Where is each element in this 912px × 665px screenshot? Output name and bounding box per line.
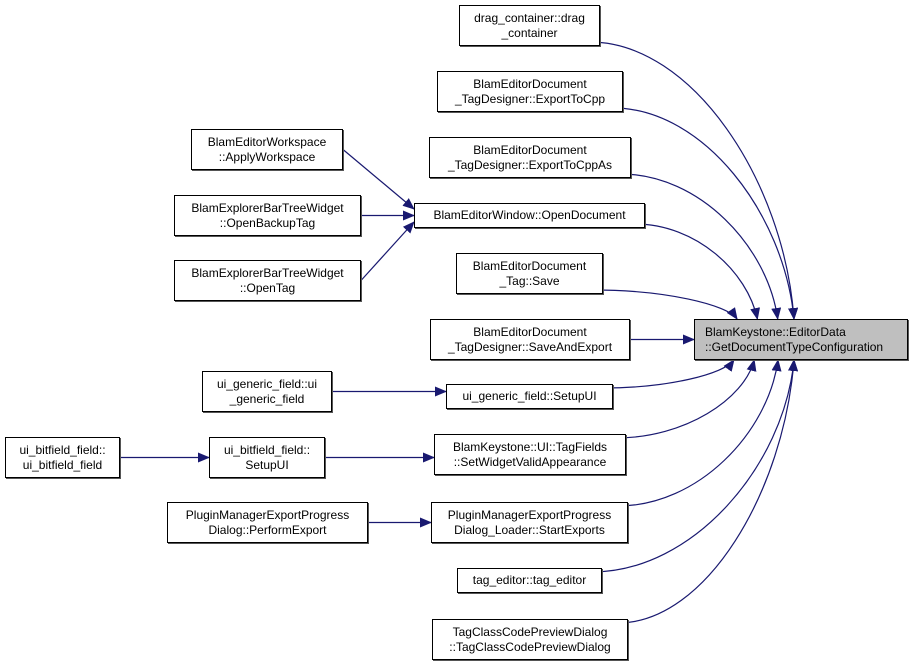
node-label-line: ::OpenBackupTag	[219, 215, 316, 230]
node-label-line: ::OpenTag	[239, 280, 296, 295]
node-drag-container[interactable]: drag_container::drag _container	[459, 5, 600, 46]
node-label-line: Dialog::PerformExport	[208, 522, 327, 537]
node-label-line: PluginManagerExportProgress	[185, 507, 350, 522]
edge-set_widget_valid-to-target	[615, 359, 757, 439]
node-generic-setup-ui[interactable]: ui_generic_field::SetupUI	[446, 384, 613, 409]
edge-tag_save-to-target	[592, 289, 738, 320]
node-bitfield-field-constructor[interactable]: ui_bitfield_field:: ui_bitfield_field	[5, 437, 120, 478]
node-target-get-document-type-configuration: BlamKeystone::EditorData ::GetDocumentTy…	[694, 319, 908, 360]
node-set-widget-valid-appearance[interactable]: BlamKeystone::UI::TagFields ::SetWidgetV…	[434, 434, 626, 475]
node-label-line: _Tag::Save	[499, 273, 560, 288]
edge-start_exports-to-target	[617, 359, 782, 507]
node-label-line: ui_bitfield_field::	[223, 442, 311, 457]
node-label-line: BlamEditorDocument	[473, 324, 587, 339]
node-label-line: BlamEditorDocument	[473, 142, 587, 157]
node-label-line: BlamKeystone::UI::TagFields	[452, 439, 608, 454]
node-label-line: ::SetWidgetValidAppearance	[453, 454, 607, 469]
node-label-line: BlamExplorerBarTreeWidget	[191, 265, 344, 280]
node-open-backup-tag[interactable]: BlamExplorerBarTreeWidget ::OpenBackupTa…	[174, 195, 361, 236]
edge-apply_workspace-to-open_document	[342, 149, 415, 210]
node-bitfield-setup-ui[interactable]: ui_bitfield_field:: SetupUI	[209, 437, 325, 478]
node-apply-workspace[interactable]: BlamEditorWorkspace ::ApplyWorkspace	[191, 129, 343, 170]
node-tag-class-code-preview-dialog[interactable]: TagClassCodePreviewDialog ::TagClassCode…	[432, 619, 628, 660]
node-label-line: _TagDesigner::ExportToCpp	[454, 91, 606, 106]
node-label-line: ::GetDocumentTypeConfiguration	[705, 339, 884, 354]
node-label-line: ::ApplyWorkspace	[218, 149, 316, 164]
edge-export_to_cpp-to-target	[612, 107, 798, 320]
node-label-line: tag_editor::tag_editor	[472, 573, 587, 587]
node-export-to-cpp[interactable]: BlamEditorDocument _TagDesigner::ExportT…	[437, 71, 623, 112]
edge-export_to_cpp_as-to-target	[620, 173, 782, 320]
node-label-line: BlamKeystone::EditorData	[705, 324, 846, 339]
node-generic-field-constructor[interactable]: ui_generic_field::ui _generic_field	[202, 371, 332, 412]
node-open-tag[interactable]: BlamExplorerBarTreeWidget ::OpenTag	[174, 260, 361, 301]
node-label-line: ui_bitfield_field::	[19, 442, 106, 457]
edge-open_document-to-target	[634, 223, 761, 320]
node-label-line: ui_generic_field::SetupUI	[462, 389, 597, 403]
node-label-line: BlamExplorerBarTreeWidget	[191, 200, 344, 215]
node-label-line: BlamEditorDocument	[473, 76, 587, 91]
node-label-line: ui_bitfield_field	[22, 457, 103, 472]
node-save-and-export[interactable]: BlamEditorDocument _TagDesigner::SaveAnd…	[430, 319, 630, 360]
node-open-document[interactable]: BlamEditorWindow::OpenDocument	[414, 203, 645, 228]
node-label-line: PluginManagerExportProgress	[447, 507, 612, 522]
node-label-line: BlamEditorWindow::OpenDocument	[433, 208, 626, 222]
node-start-exports[interactable]: PluginManagerExportProgress Dialog_Loade…	[431, 502, 628, 543]
edge-drag_container-to-target	[589, 41, 799, 320]
node-label-line: drag_container::drag	[474, 10, 585, 25]
node-label-line: Dialog_Loader::StartExports	[454, 522, 605, 537]
node-tag-editor[interactable]: tag_editor::tag_editor	[457, 568, 602, 593]
node-export-to-cpp-as[interactable]: BlamEditorDocument _TagDesigner::ExportT…	[429, 137, 631, 178]
node-label-line: BlamEditorWorkspace	[207, 134, 327, 149]
node-label-line: ::TagClassCodePreviewDialog	[449, 639, 611, 654]
node-label-line: BlamEditorDocument	[472, 258, 587, 273]
node-label-line: _TagDesigner::SaveAndExport	[447, 339, 613, 354]
edge-generic_setup_ui-to-target	[602, 359, 735, 389]
node-label-line: _container	[501, 25, 558, 40]
node-label-line: _generic_field	[229, 391, 305, 406]
node-label-line: ui_generic_field::ui	[216, 376, 318, 391]
node-label-line: SetupUI	[245, 457, 289, 472]
edge-tag_class_preview-to-target	[617, 359, 799, 624]
node-perform-export[interactable]: PluginManagerExportProgress Dialog::Perf…	[167, 502, 368, 543]
edge-open_tag-to-open_document	[360, 221, 415, 281]
node-tag-save[interactable]: BlamEditorDocument _Tag::Save	[456, 253, 603, 294]
edge-tag_editor-to-target	[591, 359, 798, 573]
node-label-line: TagClassCodePreviewDialog	[452, 624, 608, 639]
node-label-line: _TagDesigner::ExportToCppAs	[447, 157, 613, 172]
